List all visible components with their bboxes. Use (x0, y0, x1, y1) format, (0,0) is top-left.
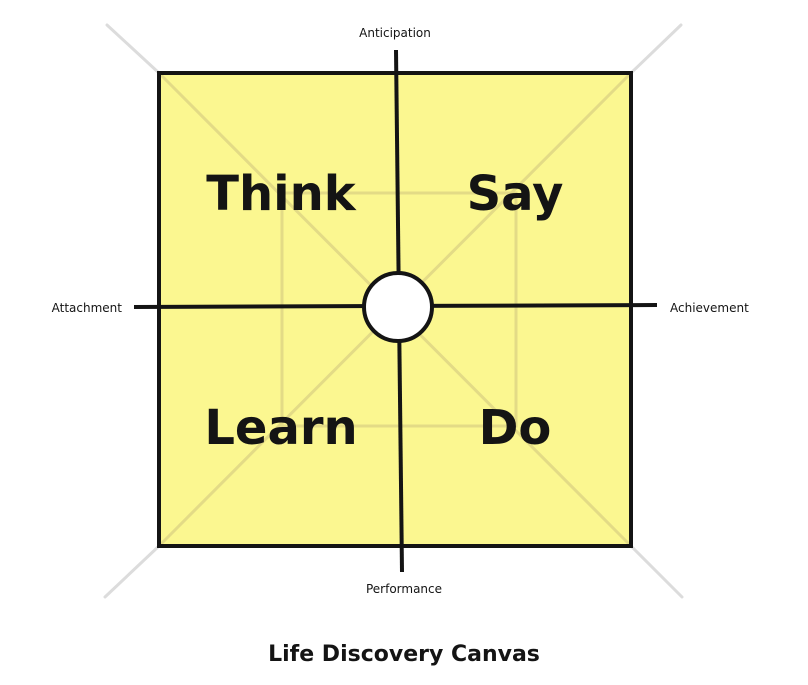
quadrant-label-learn: Learn (204, 400, 357, 456)
quadrant-label-do: Do (479, 400, 552, 456)
axis-label-top: Anticipation (359, 26, 431, 40)
center-circle (362, 271, 434, 343)
diagram-title: Life Discovery Canvas (268, 642, 540, 667)
quadrant-label-think: Think (206, 166, 357, 222)
outer-diagonal-guides (103, 23, 684, 599)
axis-label-bottom: Performance (366, 582, 442, 596)
quadrant-label-say: Say (467, 166, 564, 222)
axis-label-left: Attachment (52, 301, 123, 315)
axis-label-right: Achievement (670, 301, 749, 315)
